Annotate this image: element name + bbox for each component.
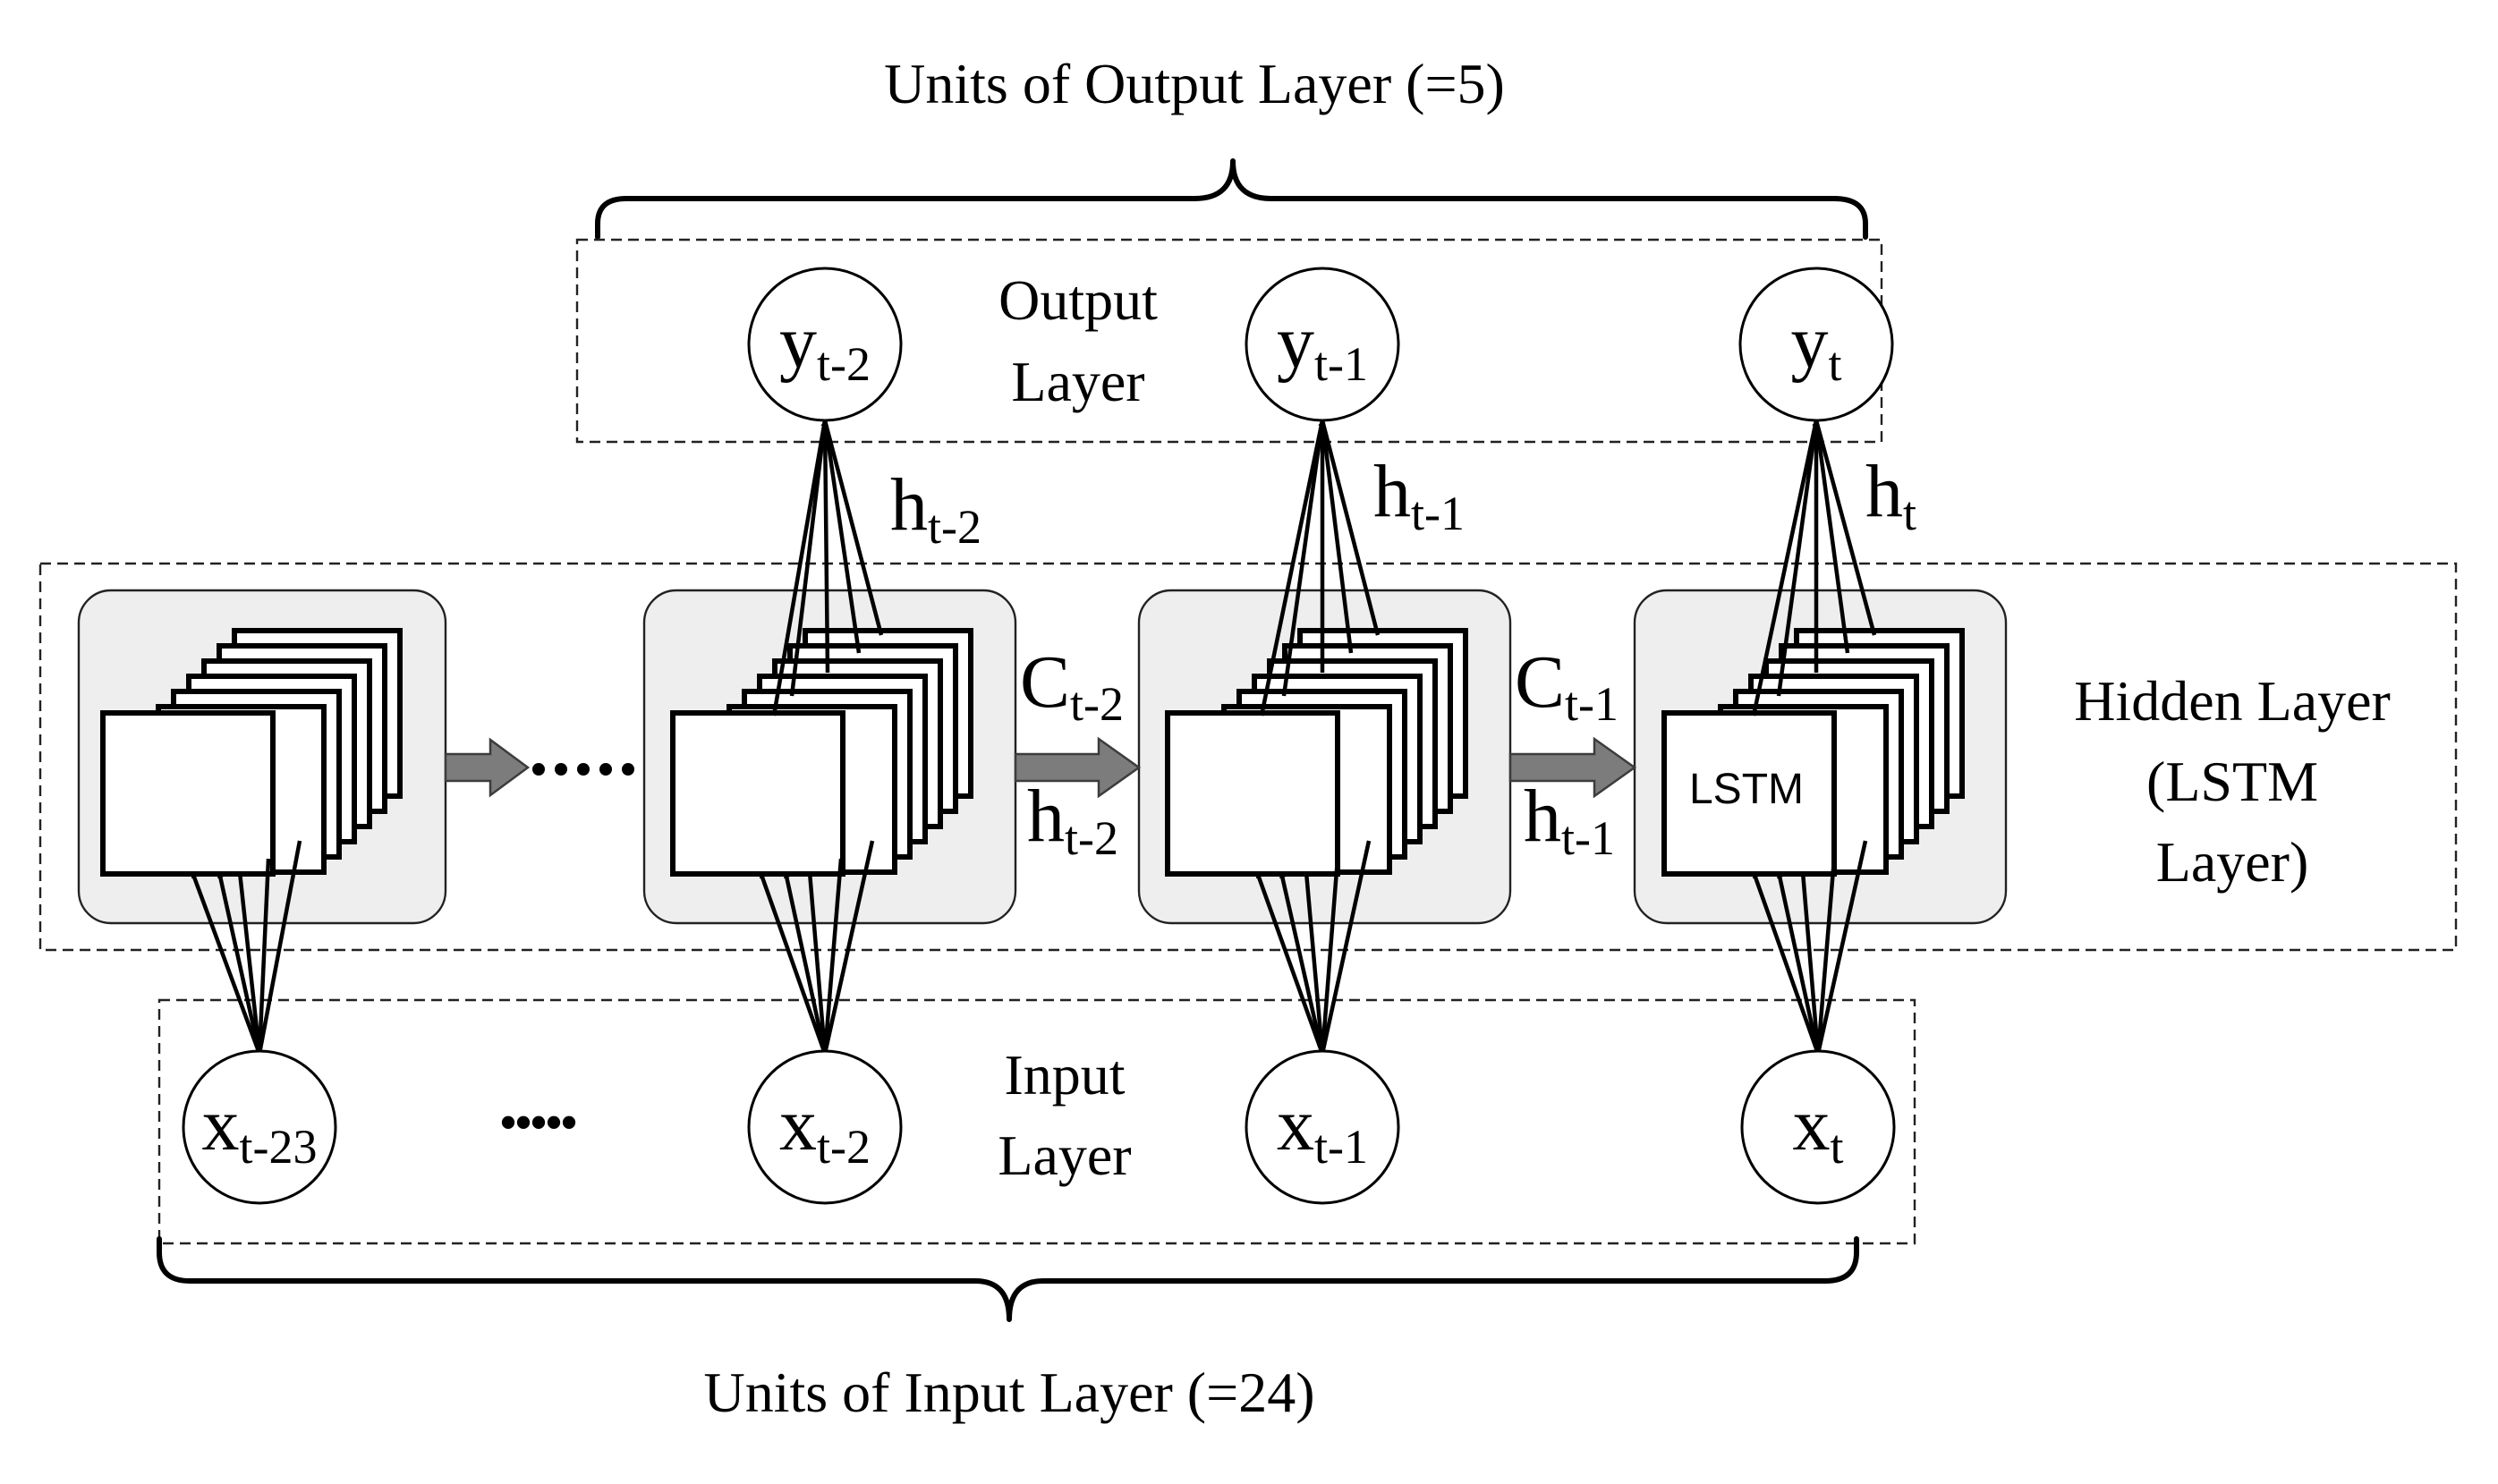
- flow-arrow-0: [444, 737, 531, 798]
- output-layer-box: [575, 238, 1883, 444]
- edges-from-x-t-2: [758, 840, 875, 1055]
- edges-to-y-t: [1751, 420, 1877, 717]
- transition-label-h-t-2: ht-2: [1027, 775, 1118, 865]
- svg-text:xt-23: xt-23: [202, 1083, 318, 1174]
- hidden-layer-label-line2: (LSTM: [2146, 750, 2318, 813]
- output-node-y-t-1: yt-1: [1245, 267, 1400, 422]
- lstm-block-t-2: [642, 589, 1017, 925]
- svg-text:xt-1: xt-1: [1277, 1083, 1368, 1174]
- lstm-block-t-23: [77, 589, 447, 925]
- edges-to-y-t-2: [771, 420, 884, 717]
- svg-text:Ct-2: Ct-2: [1020, 640, 1124, 731]
- input-node-x-t-1: xt-1: [1245, 1049, 1400, 1205]
- svg-text:ht: ht: [1865, 450, 1916, 540]
- units-output-label: Units of Output Layer (=5): [884, 52, 1505, 115]
- output-node-y-t-2: yt-2: [747, 267, 903, 422]
- svg-text:ht-2: ht-2: [1027, 775, 1118, 865]
- hidden-ellipsis: [532, 763, 634, 776]
- hidden-output-label-t-2: ht-2: [890, 463, 981, 554]
- units-input-label: Units of Input Layer (=24): [703, 1361, 1314, 1424]
- hidden-output-label-t-1: ht-1: [1373, 450, 1465, 540]
- input-units-brace: [157, 1236, 1859, 1322]
- transition-label-c-t-1: Ct-1: [1515, 640, 1619, 731]
- svg-text:yt-1: yt-1: [1277, 301, 1368, 391]
- hidden-output-label-t: ht: [1865, 450, 1916, 540]
- svg-text:ht-1: ht-1: [1524, 775, 1615, 865]
- input-layer-label-line1: Input: [1004, 1043, 1125, 1107]
- svg-text:xt-2: xt-2: [779, 1083, 871, 1174]
- svg-text:ht-1: ht-1: [1373, 450, 1465, 540]
- output-node-y-t: yt: [1738, 267, 1894, 422]
- input-node-x-t-2: xt-2: [747, 1049, 903, 1205]
- input-layer-box: [157, 998, 1916, 1245]
- transition-label-c-t-2: Ct-2: [1020, 640, 1124, 731]
- input-node-x-t: xt: [1740, 1049, 1896, 1205]
- edges-to-y-t-1: [1259, 420, 1381, 717]
- svg-text:yt-2: yt-2: [779, 301, 871, 391]
- input-ellipsis: •••••: [498, 1093, 575, 1152]
- svg-text:xt: xt: [1792, 1083, 1843, 1174]
- hidden-layer-label-line1: Hidden Layer: [2074, 669, 2391, 733]
- lstm-cell-label: LSTM: [1689, 766, 1804, 813]
- svg-text:yt: yt: [1790, 301, 1841, 391]
- svg-text:ht-2: ht-2: [890, 463, 981, 554]
- edges-from-x-t-23: [190, 840, 302, 1055]
- output-layer-label-line2: Layer: [1011, 350, 1144, 413]
- flow-arrow-2: [1508, 736, 1637, 799]
- hidden-layer-box: [38, 562, 2458, 952]
- svg-text:Ct-1: Ct-1: [1515, 640, 1619, 731]
- lstm-block-t: [1633, 589, 2008, 925]
- edges-from-x-t: [1751, 840, 1868, 1055]
- output-layer-label-line1: Output: [998, 268, 1158, 332]
- input-layer-label-line2: Layer: [998, 1124, 1131, 1187]
- lstm-block-t-1: [1137, 589, 1512, 925]
- output-units-brace: [595, 158, 1868, 240]
- edges-from-x-t-1: [1254, 840, 1372, 1055]
- hidden-layer-label-line3: Layer): [2156, 830, 2309, 894]
- input-node-x-t-23: xt-23: [182, 1049, 337, 1205]
- transition-label-h-t-1: ht-1: [1524, 775, 1615, 865]
- flow-arrow-1: [1014, 736, 1142, 799]
